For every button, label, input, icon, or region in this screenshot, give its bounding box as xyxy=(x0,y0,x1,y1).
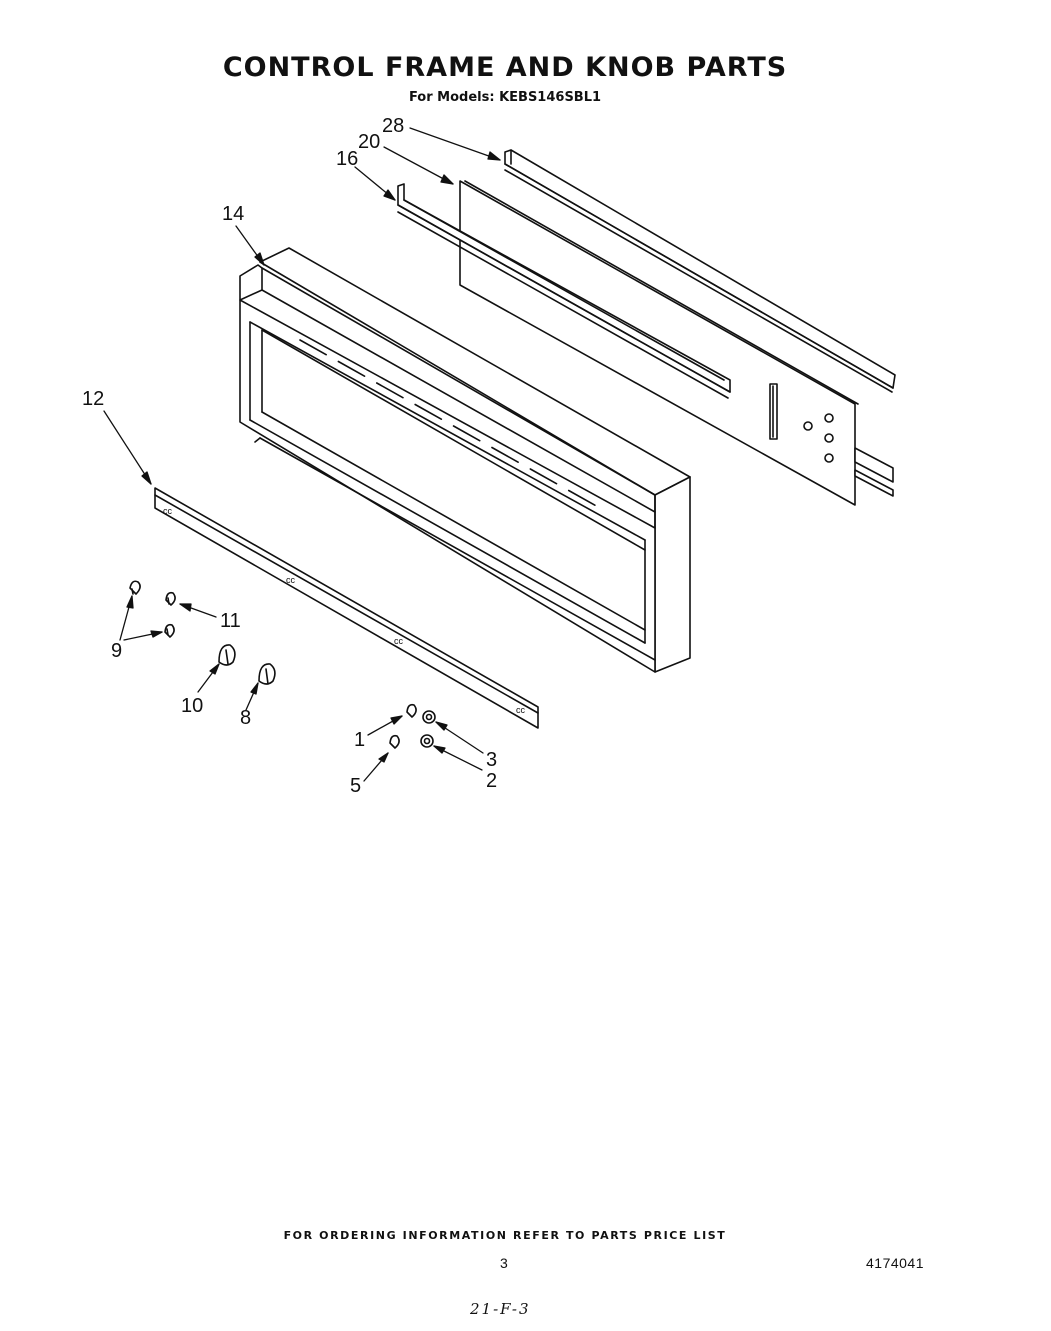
diagram-title: CONTROL FRAME AND KNOB PARTS xyxy=(222,52,788,83)
svg-text:cc: cc xyxy=(286,575,296,585)
ordering-note: FOR ORDERING INFORMATION REFER TO PARTS … xyxy=(283,1229,727,1242)
part-3-washer xyxy=(422,710,436,724)
callout-1: 1 xyxy=(354,729,365,751)
part-16-trim-strip xyxy=(397,183,731,399)
svg-text:cc: cc xyxy=(163,506,173,516)
document-number: 4174041 xyxy=(866,1255,925,1271)
callout-14: 14 xyxy=(222,203,244,225)
part-2-washer xyxy=(420,734,434,748)
handwritten-reference: 21-F-3 xyxy=(470,1300,531,1318)
callout-10: 10 xyxy=(181,695,203,717)
part-5-knob xyxy=(389,734,400,749)
callout-20: 20 xyxy=(358,131,380,153)
callout-2: 2 xyxy=(486,770,497,792)
svg-text:cc: cc xyxy=(516,705,526,715)
callout-12: 12 xyxy=(82,388,104,410)
part-28-rear-trim-strip xyxy=(504,149,896,393)
part-12-trim-strip: cc cc cc cc xyxy=(154,487,539,729)
callout-5: 5 xyxy=(350,775,361,797)
part-1-knob xyxy=(406,703,417,718)
svg-text:cc: cc xyxy=(394,636,404,646)
leader-lines xyxy=(103,127,501,782)
model-subtitle: For Models: KEBS146SBL1 xyxy=(408,90,602,105)
part-9-knob-upper xyxy=(129,580,141,595)
part-9-knob-lower xyxy=(164,623,175,638)
callout-11: 11 xyxy=(220,610,241,632)
callout-8: 8 xyxy=(240,707,251,729)
part-10-knob xyxy=(218,644,236,666)
page-number: 3 xyxy=(500,1255,508,1271)
part-14-control-frame xyxy=(239,247,691,673)
part-11-knob xyxy=(165,591,176,606)
callout-16: 16 xyxy=(336,148,358,170)
part-8-knob xyxy=(258,663,276,685)
callout-9: 9 xyxy=(111,640,122,662)
callout-28: 28 xyxy=(382,115,404,137)
callout-3: 3 xyxy=(486,749,497,771)
